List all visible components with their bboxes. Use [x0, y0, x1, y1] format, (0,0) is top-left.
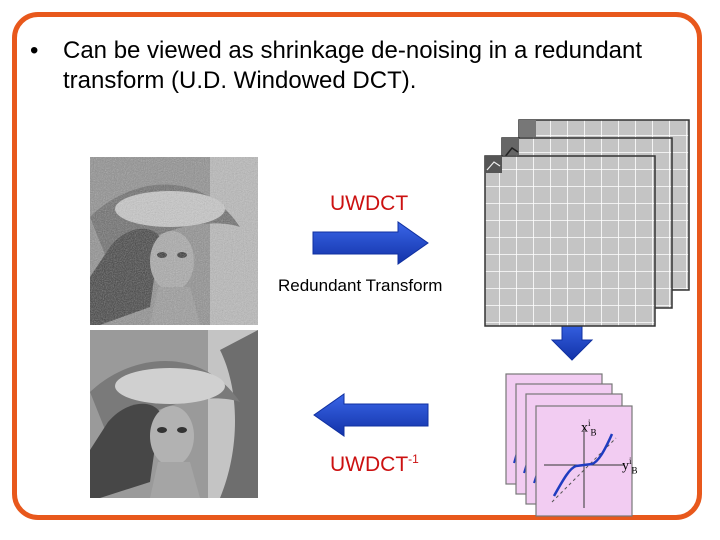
curve-card-front: [535, 405, 633, 517]
curve-output-sub: B: [631, 465, 638, 476]
noisy-lena-photo: [90, 157, 258, 325]
redundant-transform-label: Redundant Transform: [278, 276, 443, 295]
coefficient-grid-stack: [482, 118, 692, 328]
inverse-transform-label: UWDCT-1: [330, 452, 419, 477]
inverse-label-sup: -1: [408, 452, 419, 466]
inverse-label-base: UWDCT: [330, 453, 409, 476]
grid-layer-front: [484, 155, 656, 327]
shrinkage-curve-stack: [494, 368, 644, 518]
curve-output-sup: i: [629, 456, 632, 466]
curve-output-label: yiB: [622, 456, 638, 475]
forward-transform-label: UWDCT: [330, 192, 409, 215]
slide-frame: [12, 12, 702, 520]
curve-input-base: x: [581, 420, 588, 436]
bullet-marker: •: [30, 37, 39, 64]
curve-input-sup: i: [588, 418, 591, 428]
curve-output-base: y: [622, 458, 629, 474]
curve-input-sub: B: [590, 427, 597, 438]
denoised-lena-photo: [90, 330, 258, 498]
bullet-text: Can be viewed as shrinkage de-noising in…: [63, 37, 643, 94]
curve-input-label: xiB: [581, 418, 597, 437]
